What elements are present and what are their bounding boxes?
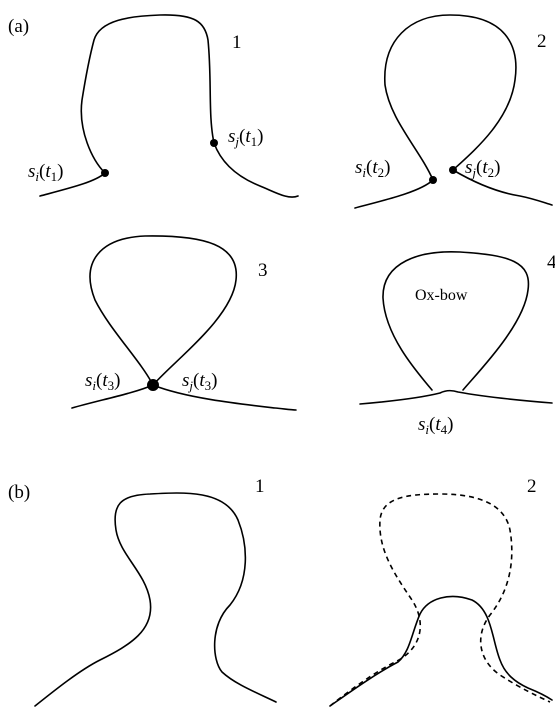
panel-a3-number: 3 <box>258 260 268 281</box>
river-curve-a2 <box>355 15 552 208</box>
point-sisj-t3 <box>147 379 159 391</box>
panel-a3: 3 si(t3) sj(t3) <box>72 236 296 410</box>
panel-b2: 2 <box>330 476 552 706</box>
river-curve-a1 <box>40 15 298 197</box>
part-b-label: (b) <box>8 482 30 503</box>
point-sj-t1 <box>210 139 218 147</box>
panel-a1: 1 si(t1) sj(t1) <box>28 15 298 197</box>
panel-a4-number: 4 <box>547 252 555 273</box>
label-si-t1: si(t1) <box>28 161 63 184</box>
river-curve-b1 <box>35 493 276 706</box>
panel-b1: 1 <box>35 476 276 706</box>
current-channel <box>330 596 552 706</box>
panel-a2: 2 si(t2) sj(t2) <box>355 15 552 208</box>
point-sj-t2 <box>449 166 457 174</box>
ox-bow-lake <box>383 252 528 390</box>
label-si-t4: si(t4) <box>418 414 453 437</box>
point-si-t1 <box>101 169 109 177</box>
ox-bow-label: Ox-bow <box>415 287 468 304</box>
panel-b2-number: 2 <box>527 476 537 497</box>
panel-a1-number: 1 <box>232 32 242 53</box>
label-si-t2: si(t2) <box>355 157 390 180</box>
river-curve-a4 <box>360 391 552 404</box>
panel-a2-number: 2 <box>537 31 547 52</box>
part-a-label: (a) <box>8 16 29 37</box>
panel-b1-number: 1 <box>255 476 265 497</box>
label-sj-t1: sj(t1) <box>228 126 263 149</box>
label-si-t3: si(t3) <box>85 370 120 393</box>
point-si-t2 <box>429 176 437 184</box>
panel-a4: 4 Ox-bow si(t4) <box>360 252 555 437</box>
label-sj-t2: sj(t2) <box>465 157 500 180</box>
previous-channel-dashed <box>330 494 550 706</box>
label-sj-t3: sj(t3) <box>182 370 217 393</box>
